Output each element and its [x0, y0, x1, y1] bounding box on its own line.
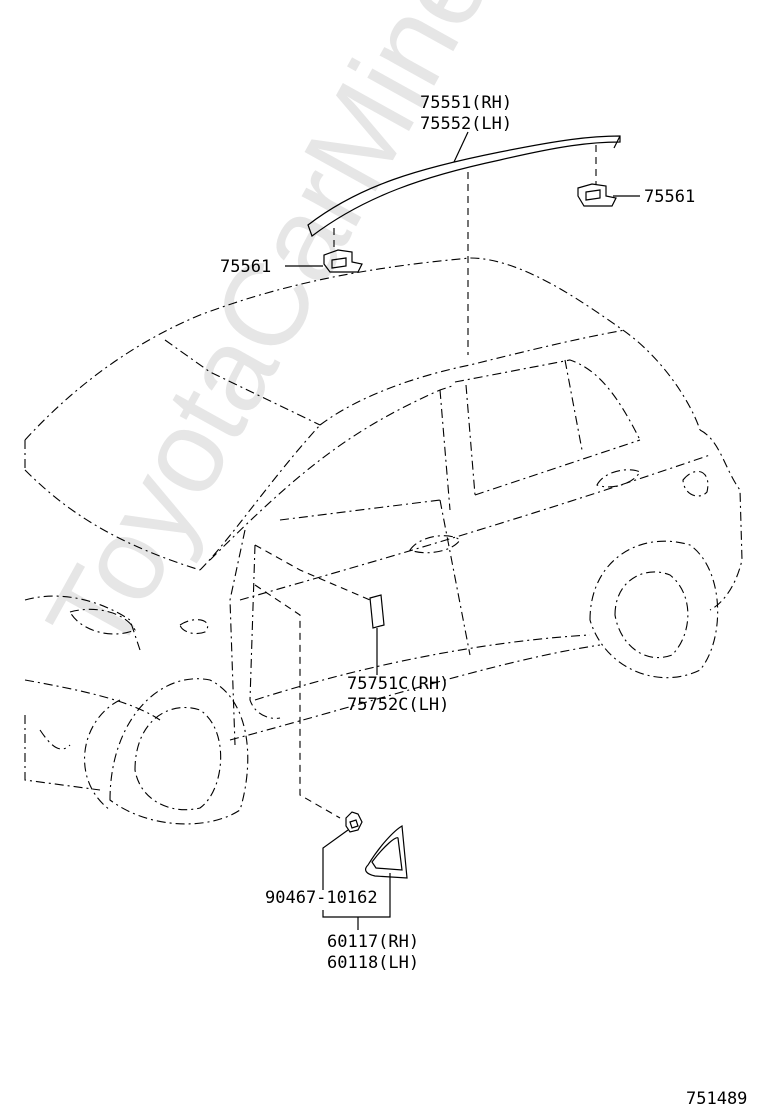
- leader-cover-bracket: [322, 873, 391, 918]
- clip-left[interactable]: [323, 228, 363, 273]
- label-door-molding-rh: 75751C(RH): [347, 674, 449, 694]
- leader-clip-dashed: [254, 584, 341, 819]
- leader-clip-part: [322, 829, 349, 890]
- label-clip-part: 90467-10162: [265, 888, 378, 908]
- leader-roof-molding: [453, 131, 469, 163]
- clip-90467[interactable]: [345, 811, 363, 833]
- mirror-cover[interactable]: [365, 825, 408, 879]
- label-clip-right: 75561: [644, 187, 695, 207]
- label-roof-molding-lh: 75552(LH): [420, 114, 512, 134]
- label-cover-rh: 60117(RH): [327, 932, 419, 952]
- label-clip-left: 75561: [220, 257, 271, 277]
- label-cover-lh: 60118(LH): [327, 953, 419, 973]
- clip-right[interactable]: [577, 145, 617, 207]
- roof-molding[interactable]: [307, 135, 621, 237]
- label-roof-molding-rh: 75551(RH): [420, 93, 512, 113]
- car-body: [24, 257, 743, 825]
- door-molding[interactable]: [254, 544, 385, 629]
- label-door-molding-lh: 75752C(LH): [347, 695, 449, 715]
- diagram-id: 751489: [686, 1089, 747, 1109]
